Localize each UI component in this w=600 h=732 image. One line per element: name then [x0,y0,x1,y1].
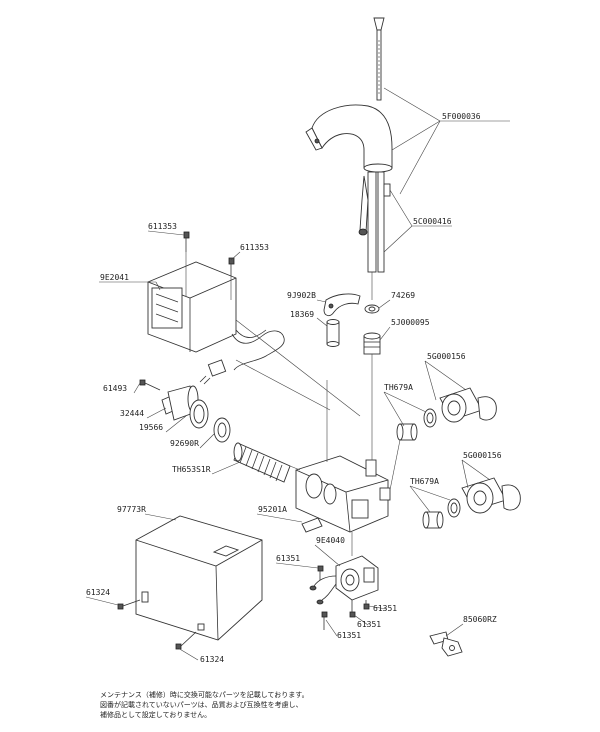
label-85060RZ: 85060RZ [463,615,497,624]
label-TH653S1R: TH653S1R [172,465,211,474]
label-leaders [85,230,491,661]
label-611353-b: 611353 [240,243,269,252]
label-97773R: 97773R [117,505,146,514]
gasket-a [423,408,437,428]
footnote: メンテナンス（補修）時に交換可能なパーツを記載しております。 図番が記載されてい… [100,690,520,720]
screw-611353-b [228,257,235,276]
bracket-part [301,517,323,533]
solenoid-part [309,532,379,605]
label-611353-a: 611353 [148,222,177,231]
valve-body-part [295,354,391,533]
label-TH679A-a: TH679A [384,383,413,392]
label-74269: 74269 [391,291,415,300]
label-9J902B: 9J902B [287,291,316,300]
label-9E4040: 9E4040 [316,536,345,545]
label-61351-d: 61351 [337,631,361,640]
label-9E2041: 9E2041 [100,273,129,282]
check-valve-5G000156-b [461,477,521,514]
label-19566: 19566 [139,423,163,432]
label-61351-b: 61351 [373,604,397,613]
label-95201A: 95201A [258,505,287,514]
sleeve-18369 [326,319,340,347]
cartridge-part [233,442,291,483]
footnote-line-1: メンテナンス（補修）時に交換可能なパーツを記載しております。 [100,691,309,699]
spout-part [305,104,393,173]
adapter-TH679A-a [396,423,418,441]
controller-box-part [147,252,237,353]
label-TH679A-b: TH679A [410,477,439,486]
footnote-line-3: 補修品として設定しておりません。 [100,711,212,719]
label-18369: 18369 [290,310,314,319]
label-5J000095: 5J000095 [391,318,430,327]
part-labels: 5F000036 5C000416 611353 611353 9E2041 9… [86,112,502,664]
label-92690R: 92690R [170,439,199,448]
assembly-lines [235,319,361,471]
label-5F000036: 5F000036 [442,112,481,121]
screw-61324-b [175,631,197,650]
power-cord-part [199,329,285,385]
supply-hose-part [358,171,391,300]
footnote-line-2: 図番が記載されていないパーツは、品質および互換性を考慮し、 [100,701,303,709]
screw-61351-b [363,600,370,610]
screw-611353-a [183,231,190,252]
screw-61324-a [117,599,141,610]
leader-lines [383,87,510,253]
screw-61351-a [317,565,324,580]
label-61351-a: 61351 [276,554,300,563]
lever-part [323,293,361,317]
label-5G000156-b: 5G000156 [463,451,502,460]
label-5C000416: 5C000416 [413,217,452,226]
check-valve-5G000156-a [439,387,497,423]
screw-61351-c [349,600,356,618]
screw-61351-d [321,611,328,630]
ring-small [213,417,231,443]
adapter-TH679A-b [422,511,444,529]
screw-61493 [139,379,161,391]
label-61493: 61493 [103,384,127,393]
label-61324-a: 61324 [86,588,110,597]
gasket-b [447,498,461,518]
fitting-5J000095 [363,332,381,355]
label-5G000156-a: 5G000156 [427,352,466,361]
nut-74269 [364,304,380,314]
label-61324-b: 61324 [200,655,224,664]
ring-92690R [189,399,209,429]
key-part [429,631,463,657]
faucet-rod-part [373,17,385,101]
label-61351-c: 61351 [357,620,381,629]
label-32444: 32444 [120,409,144,418]
cover-part [135,515,263,641]
